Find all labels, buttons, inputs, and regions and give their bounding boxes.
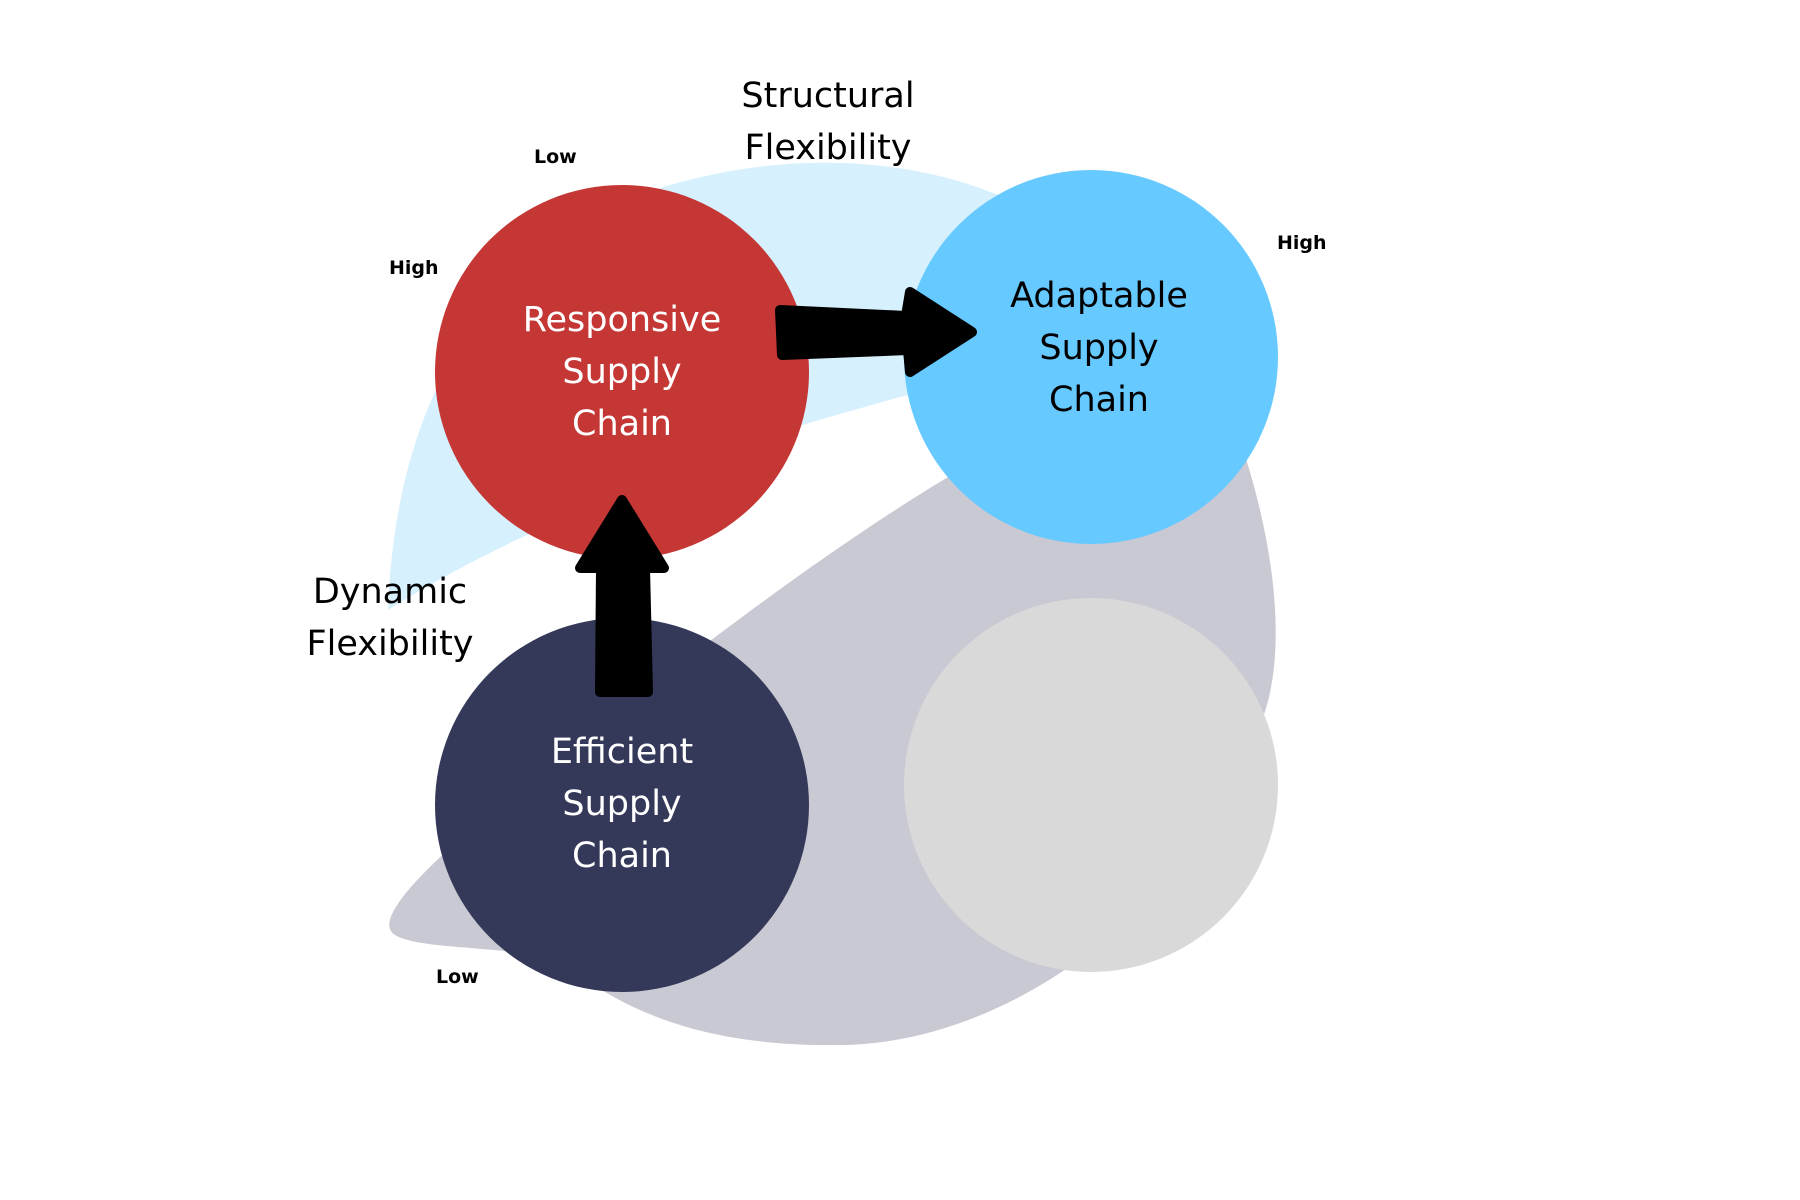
structural-flexibility-title: Structural Flexibility: [728, 70, 928, 174]
arrow-efficient-to-responsive: [575, 495, 669, 697]
structural-title-line1: Structural: [741, 76, 915, 116]
node-label-line: Chain: [572, 836, 672, 876]
structural-high-label: High: [1277, 232, 1327, 254]
node-label-line: Chain: [1049, 380, 1149, 420]
efficient-node-label: Efficient Supply Chain: [472, 726, 772, 882]
node-label-line: Supply: [562, 352, 682, 392]
structural-low-label: Low: [534, 146, 577, 168]
dynamic-flexibility-title: Dynamic Flexibility: [290, 566, 490, 670]
node-label-line: Supply: [1039, 328, 1159, 368]
efficient-node-circle: [435, 618, 809, 992]
node-label-line: Responsive: [522, 300, 722, 340]
adaptable-node-circle: [904, 170, 1278, 544]
dynamic-title-line2: Flexibility: [306, 624, 474, 664]
node-label-line: Chain: [572, 404, 672, 444]
adaptable-node-label: Adaptable Supply Chain: [949, 270, 1249, 426]
node-label-line: Supply: [562, 784, 682, 824]
dynamic-low-label: Low: [436, 966, 479, 988]
dynamic-high-label: High: [389, 257, 439, 279]
node-label-line: Adaptable: [1010, 276, 1188, 316]
node-label-line: Efficient: [550, 732, 694, 772]
empty-node-circle: [904, 598, 1278, 972]
responsive-node-circle: [435, 185, 809, 559]
responsive-node-label: Responsive Supply Chain: [472, 294, 772, 450]
structural-title-line2: Flexibility: [744, 128, 912, 168]
dynamic-title-line1: Dynamic: [312, 572, 468, 612]
arrow-responsive-to-adaptable: [775, 287, 977, 377]
